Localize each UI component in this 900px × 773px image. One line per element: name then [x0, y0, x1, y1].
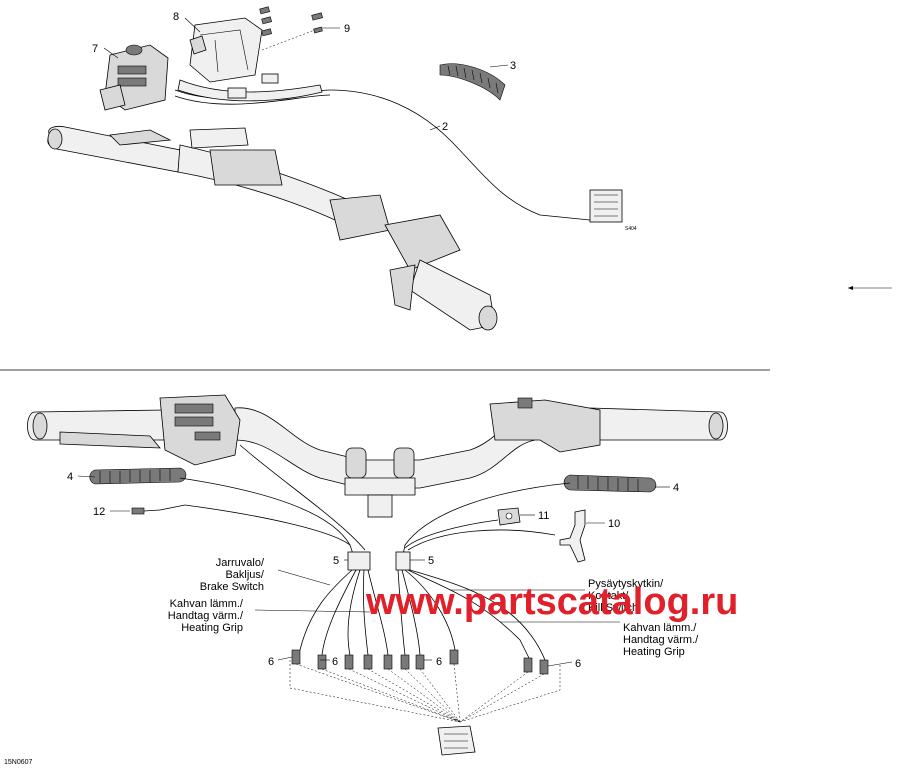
figure-code: 15N0607	[4, 759, 33, 766]
connector	[227, 87, 247, 99]
right-grip	[589, 407, 728, 441]
wiring-harness	[179, 444, 571, 756]
upper-exploded-view: S404	[47, 6, 892, 331]
left-grip-heater	[89, 467, 187, 485]
callout-6-b: 6	[332, 656, 338, 668]
handlebar	[234, 407, 536, 489]
heating-left-label-en: Heating Grip	[181, 622, 243, 634]
switch-housing-part	[189, 17, 263, 83]
brake-label-sv: Bakljus/	[225, 569, 264, 581]
handlebar-clamp	[344, 447, 416, 518]
right-grip-heater	[563, 474, 657, 493]
brake-switch-sensor	[131, 504, 186, 515]
heating-left-label-sv: Handtag värm./	[168, 610, 244, 622]
callout-6-d: 6	[575, 658, 581, 670]
function-labels: Jarruvalo/ Bakljus/ Brake Switch Kahvan …	[168, 557, 699, 658]
cable-clip	[497, 507, 521, 526]
callout-9: 9	[344, 23, 350, 35]
callout-6-a: 6	[268, 656, 274, 668]
grip-heater-element	[439, 63, 506, 101]
callout-4-left: 4	[67, 471, 73, 483]
bullet-connectors	[291, 649, 549, 675]
heating-right-label-fi: Kahvan lämm./	[623, 622, 697, 634]
callout-3: 3	[510, 60, 516, 72]
brake-label-fi: Jarruvalo/	[216, 557, 265, 569]
kill-label-fi: Pysäytyskytkin/	[588, 578, 664, 590]
callout-11: 11	[538, 510, 549, 522]
watermark-text: www.partscatalog.ru	[365, 581, 738, 623]
callout-5-right: 5	[428, 555, 434, 567]
callouts: 8 9 7 3 2 4 4 12 11 10 5 5 6 6 6 6	[67, 11, 679, 670]
callout-8: 8	[173, 11, 179, 23]
mounting-bracket	[559, 509, 586, 563]
callout-10: 10	[608, 518, 620, 530]
right-throttle-housing	[489, 399, 601, 453]
callout-4-right: 4	[673, 482, 679, 494]
svg-text:S404: S404	[625, 226, 637, 232]
lower-assembly	[27, 394, 728, 756]
multi-pin-connector: S404	[589, 189, 637, 232]
heating-right-label-en: Heating Grip	[623, 646, 685, 658]
brake-label-en: Brake Switch	[200, 581, 264, 593]
main-connector-block	[437, 725, 476, 756]
handlebar-assembly	[47, 126, 498, 331]
callout-7: 7	[92, 43, 98, 55]
callout-12: 12	[93, 506, 105, 518]
heating-right-label-sv: Handtag värm./	[623, 634, 699, 646]
kill-label-sv: Kontakt/	[588, 590, 629, 602]
kill-label-en: Kill Switch	[588, 602, 638, 614]
heating-left-label-fi: Kahvan lämm./	[170, 598, 244, 610]
switch-block-part	[99, 44, 169, 111]
callout-2: 2	[442, 121, 448, 133]
screws	[259, 6, 323, 51]
callout-5-left: 5	[333, 555, 339, 567]
callout-6-c: 6	[436, 656, 442, 668]
